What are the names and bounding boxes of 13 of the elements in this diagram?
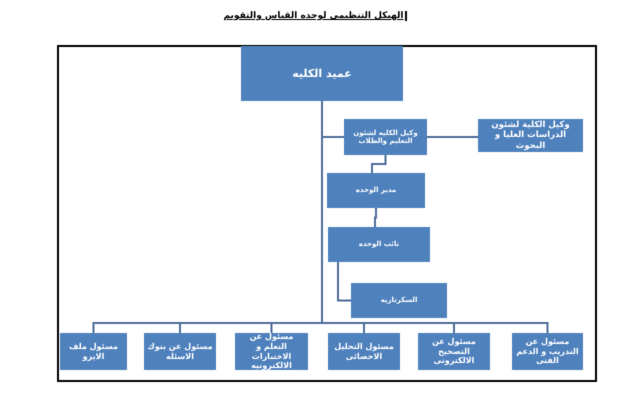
position-box: مسئول عن بنوك الاسئله (144, 333, 216, 370)
position-box: وكيل الكلية لشئون الدراسات العليا و البحوث (478, 119, 583, 152)
title: الهيكل التنظيمى لوحده القياس والتقويم (224, 11, 406, 21)
connector-line (374, 208, 377, 227)
connector-line (427, 136, 478, 138)
position-box: عميد الكليه (241, 46, 403, 101)
position-box: مسئول عن التصحيح الالكترونى (418, 333, 490, 370)
position-box: مسئول عن التدريب و الدعم الفنى (512, 333, 583, 370)
connector-line (371, 155, 386, 173)
connector-line (337, 262, 351, 302)
position-box: مسئول ملف الايزو (60, 333, 127, 370)
position-box: مسئول عن التعلم و الاختبارات الالكترونيه (235, 333, 308, 370)
position-box: مسئول التحليل الاحصائى (328, 333, 400, 370)
